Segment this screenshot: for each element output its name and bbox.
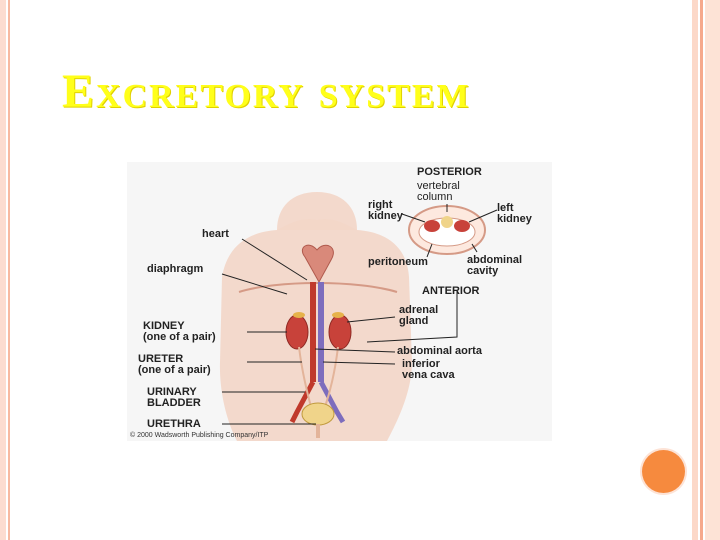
- label-adrenal-gland: adrenal gland: [399, 304, 439, 327]
- label-right-kidney: right kidney: [368, 199, 403, 222]
- copyright-notice: © 2000 Wadsworth Publishing Company/ITP: [130, 432, 269, 439]
- slide-title: Excretory system: [62, 65, 471, 118]
- right-border-decoration: [692, 0, 720, 540]
- label-heart: heart: [202, 228, 229, 240]
- label-left-kidney: left kidney: [497, 202, 532, 225]
- label-vertebral-column: vertebral column: [417, 180, 460, 203]
- excretory-system-diagram: POSTERIOR vertebral column right kidney …: [127, 162, 552, 441]
- label-urethra: URETHRA: [147, 418, 201, 430]
- label-diaphragm: diaphragm: [147, 263, 204, 275]
- decorative-circle: [642, 450, 685, 493]
- label-kidney: KIDNEY (one of a pair): [143, 320, 216, 343]
- label-ureter: URETER (one of a pair): [138, 353, 211, 376]
- label-inferior-vena-cava: inferior vena cava: [402, 358, 455, 381]
- label-urinary-bladder: URINARY BLADDER: [147, 386, 201, 409]
- anatomy-illustration: [219, 192, 498, 441]
- label-peritoneum: peritoneum: [368, 256, 428, 268]
- label-abdominal-aorta: abdominal aorta: [397, 345, 482, 357]
- label-abdominal-cavity: abdominal cavity: [467, 254, 523, 277]
- label-anterior: ANTERIOR: [422, 285, 480, 297]
- label-posterior: POSTERIOR: [417, 166, 482, 178]
- left-border-decoration: [0, 0, 10, 540]
